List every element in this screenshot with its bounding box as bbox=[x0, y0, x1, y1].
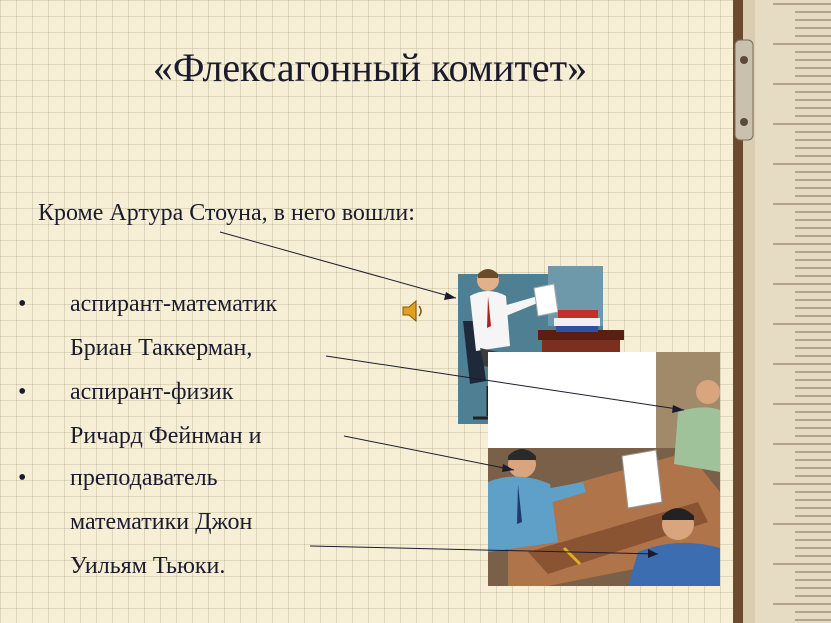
list-item: • преподаватель математики Джон Уильям Т… bbox=[18, 456, 252, 588]
intro-text: Кроме Артура Стоуна, в него вошли: bbox=[38, 200, 415, 226]
list-item-line: Уильям Тьюки. bbox=[70, 553, 226, 579]
bullet-icon: • bbox=[18, 379, 27, 405]
list-item: • аспирант-математик Бриан Таккерман, bbox=[18, 282, 277, 370]
list-item: • аспирант-физик Ричард Фейнман и bbox=[18, 370, 261, 458]
list-item-line: математики Джон bbox=[70, 509, 253, 535]
list-item-line: преподаватель bbox=[70, 465, 218, 491]
meeting-illustration bbox=[488, 352, 720, 586]
list-item-line: Ричард Фейнман и bbox=[70, 423, 262, 449]
ruler-decoration bbox=[733, 0, 831, 623]
slide-title: «Флексагонный комитет» bbox=[152, 45, 588, 90]
bullet-icon: • bbox=[18, 291, 27, 317]
list-item-line: аспирант-математик bbox=[70, 291, 278, 317]
list-item-line: аспирант-физик bbox=[70, 379, 234, 405]
speaker-icon[interactable] bbox=[400, 298, 426, 329]
bullet-icon: • bbox=[18, 465, 27, 491]
list-item-line: Бриан Таккерман, bbox=[70, 335, 253, 361]
